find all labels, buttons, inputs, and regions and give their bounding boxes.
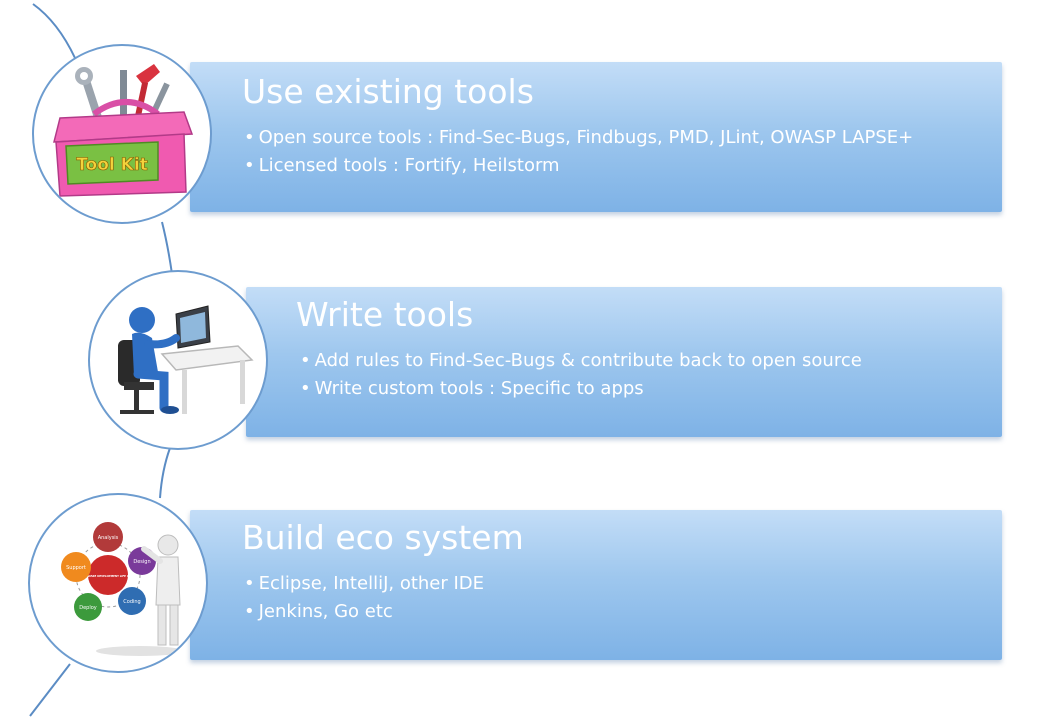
bullet-item: •Licensed tools : Fortify, Heilstorm: [244, 152, 913, 180]
bullet-dot: •: [244, 127, 255, 148]
bullet-item: •Open source tools : Find-Sec-Bugs, Find…: [244, 124, 913, 152]
bullet-item: •Write custom tools : Specific to apps: [300, 375, 862, 403]
sdlc-node-coding: Coding: [123, 599, 140, 605]
sdlc-node-analysis: Analysis: [98, 535, 119, 541]
bullet-dot: •: [244, 155, 255, 176]
bullet-dot: •: [300, 350, 311, 371]
step-circle-toolkit: Tool Kit: [32, 44, 212, 224]
bullet-item: •Eclipse, IntelliJ, other IDE: [244, 570, 484, 598]
bullet-dot: •: [300, 378, 311, 399]
bullet-item: •Add rules to Find-Sec-Bugs & contribute…: [300, 347, 862, 375]
toolkit-icon: Tool Kit: [53, 64, 194, 197]
bullet-text: Licensed tools : Fortify, Heilstorm: [258, 155, 560, 176]
bullet-dot: •: [244, 601, 255, 622]
step-title: Write tools: [296, 295, 474, 334]
sdlc-cycle-icon: SOFTWARE DEVELOPMENT LIFE CYCLE Analysis…: [61, 522, 184, 656]
sdlc-node-deploy: Deploy: [79, 605, 97, 611]
step-bullets: •Add rules to Find-Sec-Bugs & contribute…: [300, 347, 862, 403]
developer-at-computer-icon: [118, 305, 254, 414]
bullet-text: Open source tools : Find-Sec-Bugs, Findb…: [258, 127, 914, 148]
sdlc-node-support: Support: [66, 565, 86, 571]
bullet-text: Jenkins, Go etc: [258, 601, 393, 622]
step-title: Use existing tools: [242, 72, 534, 111]
bullet-text: Eclipse, IntelliJ, other IDE: [258, 573, 485, 594]
bullet-text: Add rules to Find-Sec-Bugs & contribute …: [314, 350, 862, 371]
step-bullets: •Open source tools : Find-Sec-Bugs, Find…: [244, 124, 913, 180]
sdlc-node-design: Design: [133, 559, 150, 565]
step-bullets: •Eclipse, IntelliJ, other IDE •Jenkins, …: [244, 570, 484, 626]
bullet-item: •Jenkins, Go etc: [244, 598, 484, 626]
step-band-build-eco-system: Build eco system •Eclipse, IntelliJ, oth…: [190, 510, 1002, 660]
step-band-write-tools: Write tools •Add rules to Find-Sec-Bugs …: [246, 287, 1002, 437]
bullet-dot: •: [244, 573, 255, 594]
step-circle-sdlc: SOFTWARE DEVELOPMENT LIFE CYCLE Analysis…: [28, 493, 208, 673]
sdlc-center-label: SOFTWARE DEVELOPMENT LIFE CYCLE: [80, 574, 136, 578]
toolkit-label: Tool Kit: [76, 155, 148, 175]
step-title: Build eco system: [242, 518, 524, 557]
step-circle-developer: [88, 270, 268, 450]
bullet-text: Write custom tools : Specific to apps: [314, 378, 644, 399]
step-band-use-existing-tools: Use existing tools •Open source tools : …: [190, 62, 1002, 212]
